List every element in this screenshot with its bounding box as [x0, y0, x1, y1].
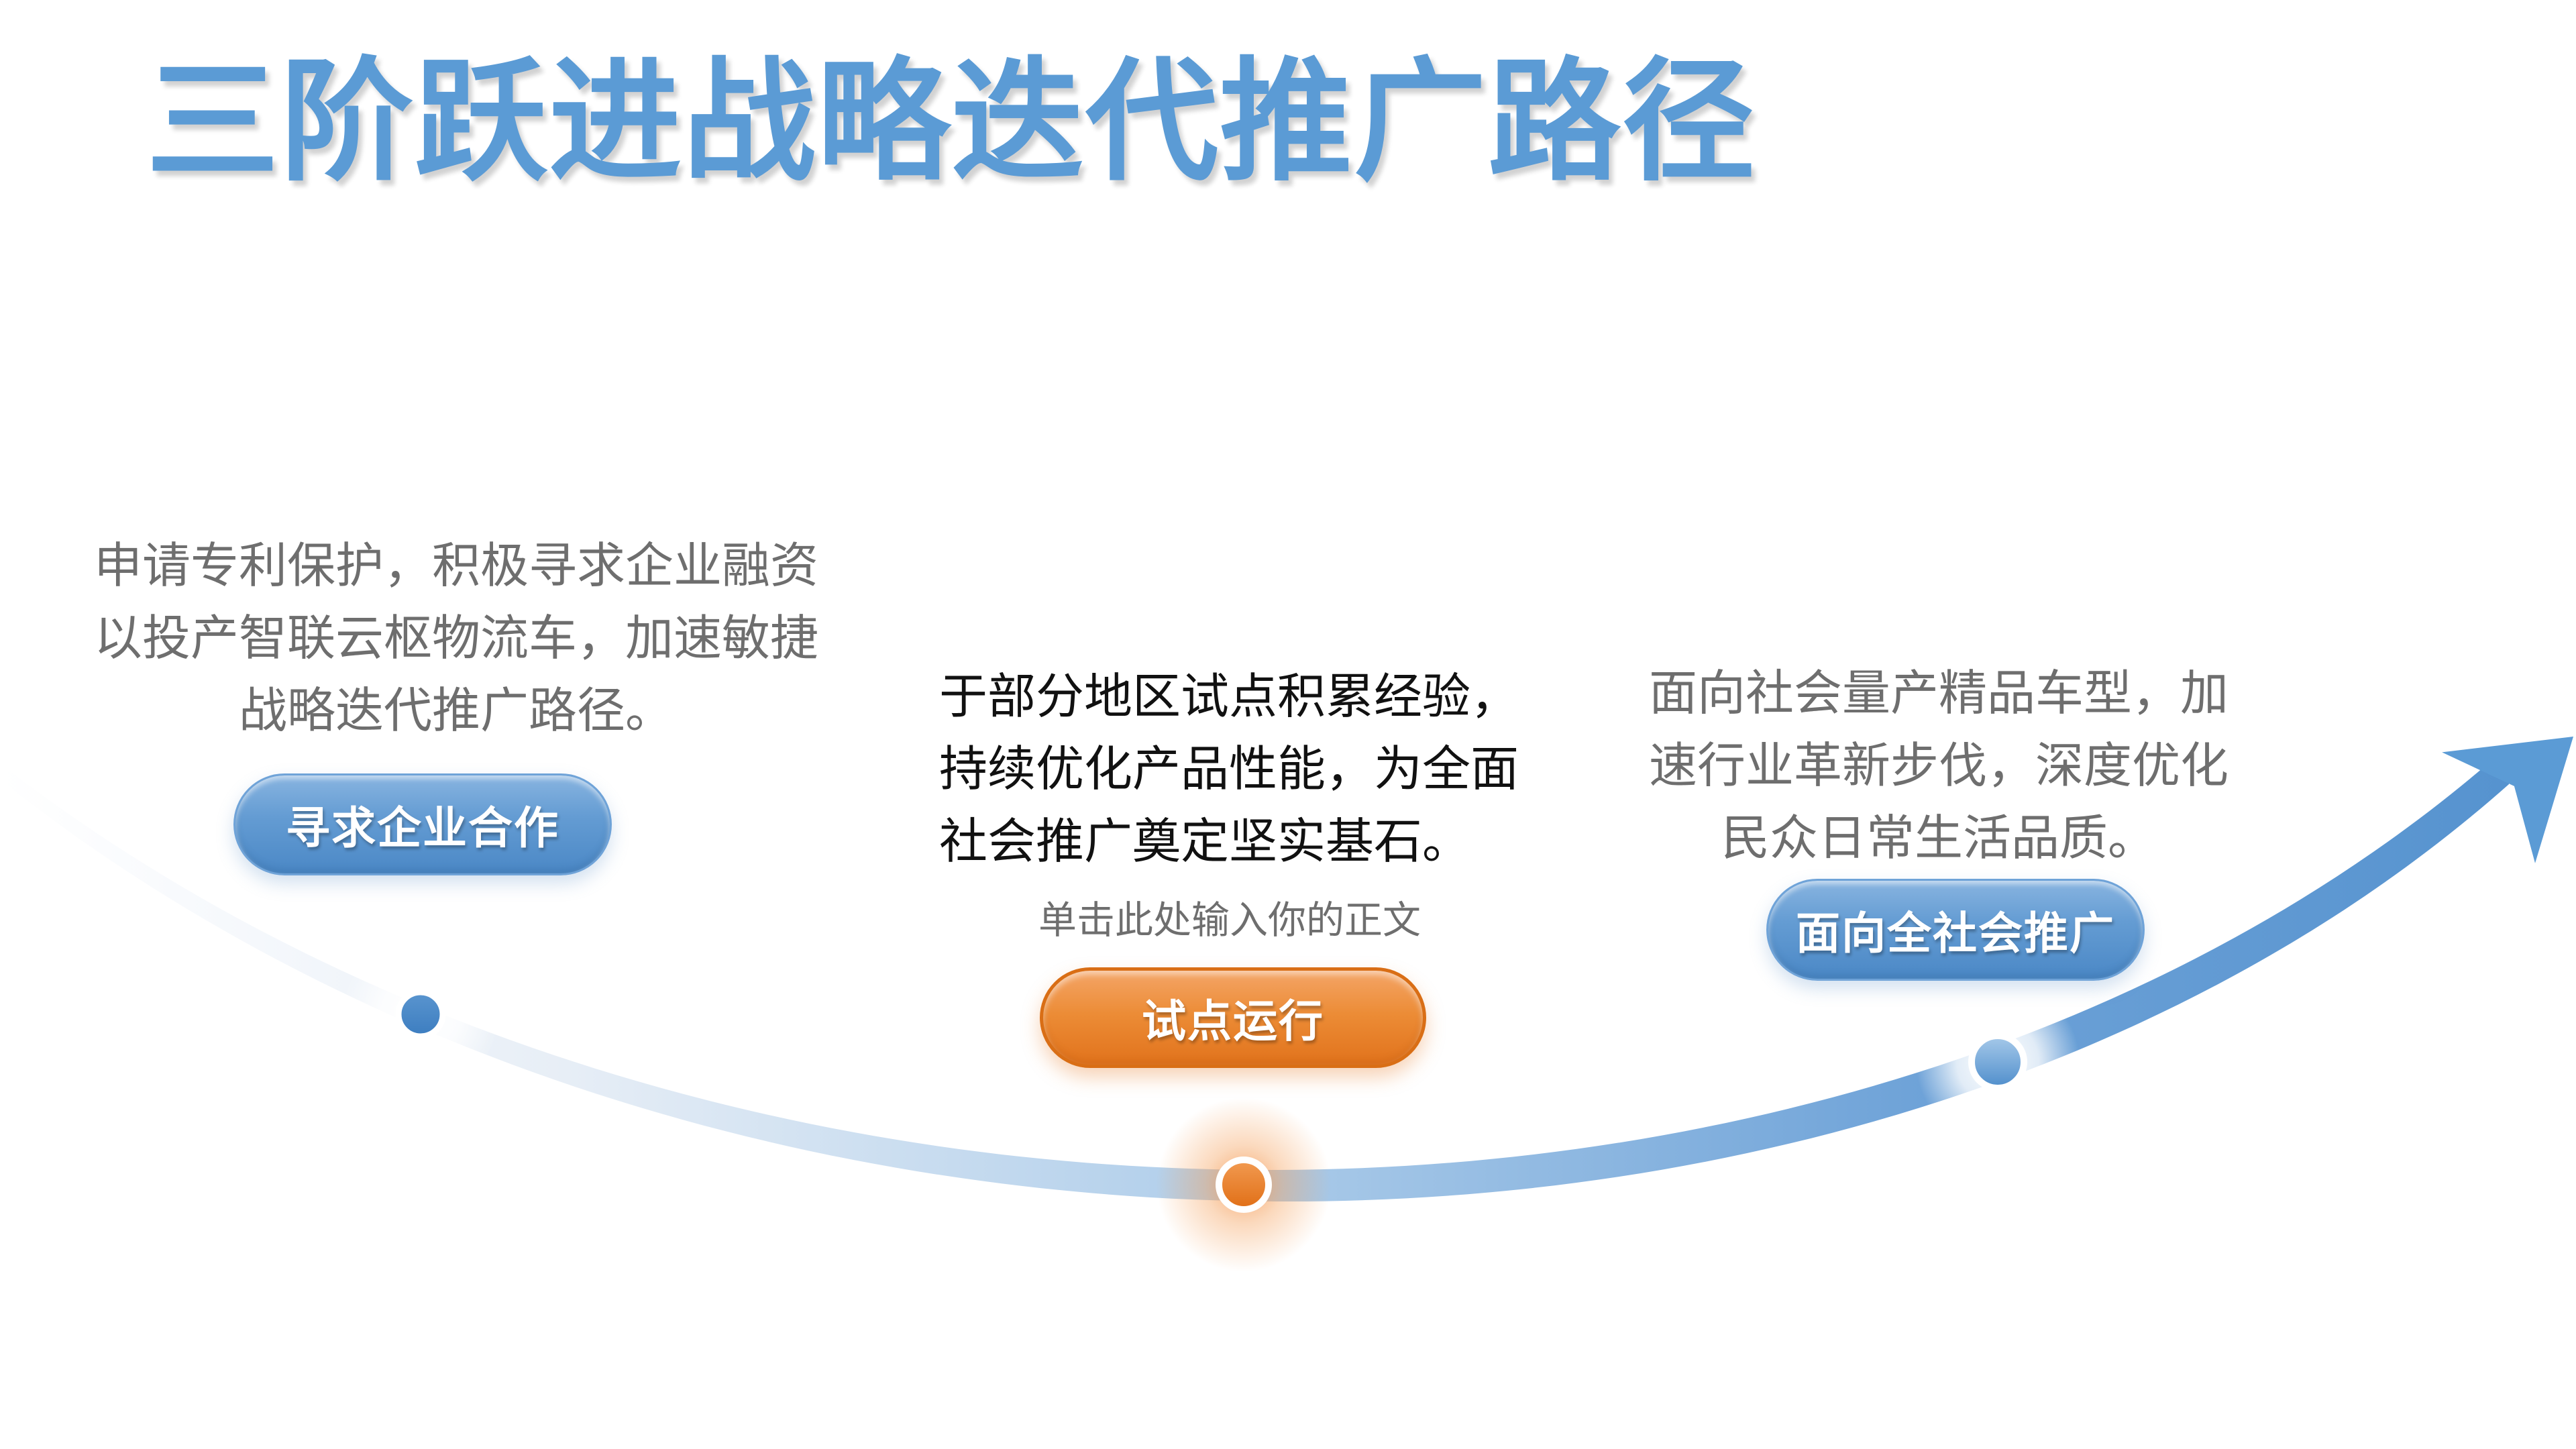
stage2-button[interactable]: 试点运行 [1040, 967, 1426, 1068]
stage2-description: 于部分地区试点积累经验， 持续优化产品性能，为全面 社会推广奠定坚实基石。 [939, 670, 1519, 869]
stage3-button[interactable]: 面向全社会推广 [1766, 879, 2145, 981]
stage3-dot [1968, 1032, 2027, 1091]
stage3-description: 面向社会量产精品车型，加 速行业革新步伐，深度优化 民众日常生活品质。 [1648, 667, 2229, 865]
stage2-dot [1216, 1157, 1272, 1213]
journey-curve [0, 745, 2509, 1202]
stage2-body-placeholder[interactable]: 单击此处输入你的正文 [1038, 900, 1421, 942]
stage1-description: 申请专利保护，积极寻求企业融资 以投产智联云枢物流车，加速敏捷 战略迭代推广路径… [93, 539, 818, 738]
stage1-dot [395, 989, 446, 1040]
slide-title: 三阶跃进战略迭代推广路径 [146, 50, 1756, 197]
arrowhead-icon [2442, 737, 2573, 863]
stage1-button[interactable]: 寻求企业合作 [233, 773, 612, 875]
